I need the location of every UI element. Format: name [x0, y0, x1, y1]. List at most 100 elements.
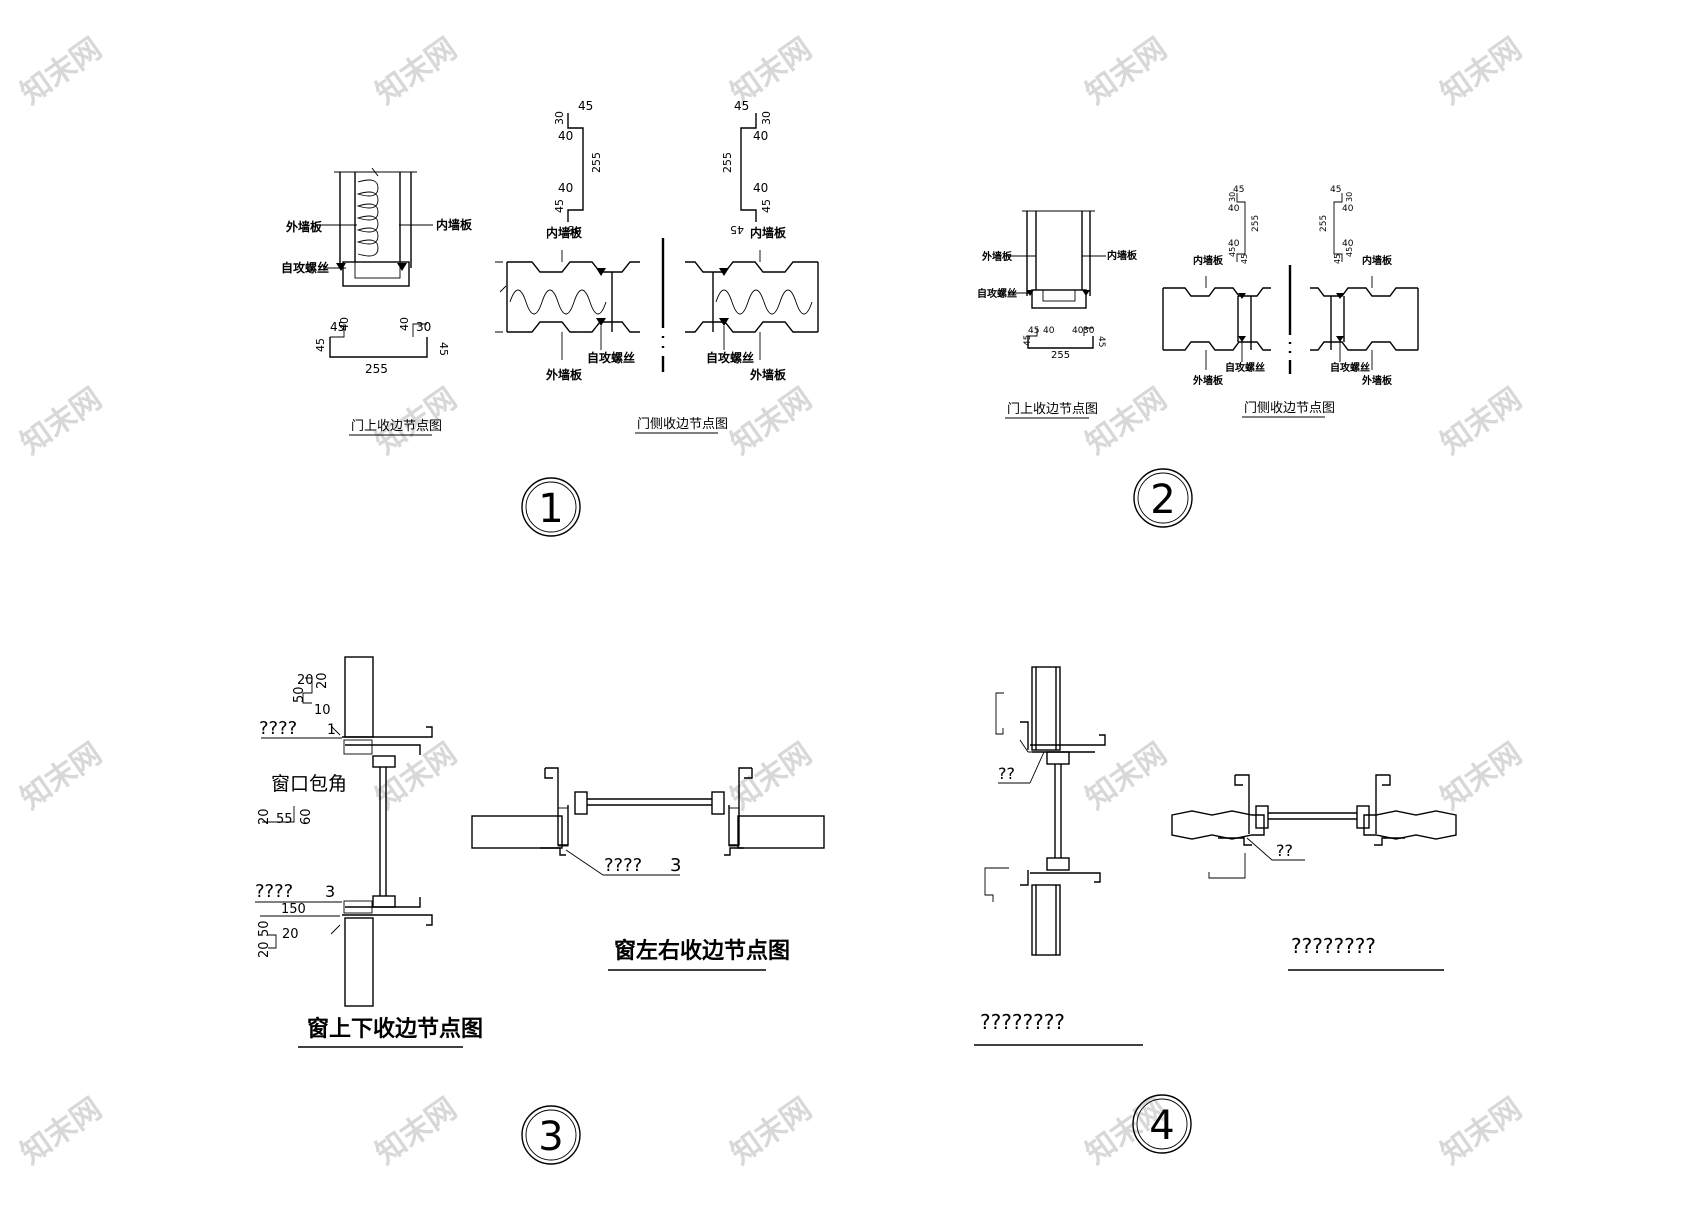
d2-dim: 255 — [1319, 215, 1329, 232]
d3-label-q1-num: 1 — [327, 722, 336, 738]
d2-inner-panel-label: 内墙板 — [1193, 254, 1224, 267]
d3-label-q3-right: ???? — [604, 855, 642, 876]
d2-screw-label: 自攻螺丝 — [1330, 361, 1370, 374]
d1-number-circle: 1 — [521, 477, 581, 537]
watermark: 知末网 — [15, 1091, 109, 1171]
d1-door-side-section-right: 内墙板 外墙板 自攻螺丝 — [685, 225, 819, 382]
d1-dim: 30 — [553, 111, 566, 125]
d1-dim: 30 — [760, 111, 773, 125]
d2-dim: 30 — [1083, 326, 1095, 336]
watermark: 知末网 — [725, 1091, 819, 1171]
d2-dim: 45 — [1345, 247, 1354, 257]
watermark: 知末网 — [15, 381, 109, 461]
d2-outer-panel-label: 外墙板 — [1192, 374, 1224, 387]
watermark: 知末网 — [15, 31, 109, 111]
d2-dim: 40 — [1228, 204, 1240, 214]
d1-dim: 45 — [578, 99, 593, 113]
watermark: 知末网 — [370, 1091, 464, 1171]
d4-label-right: ?? — [1276, 841, 1293, 860]
watermark: 知末网 — [1435, 381, 1529, 461]
d2-dim: 30 — [1228, 192, 1237, 202]
d1-dim: 255 — [365, 362, 388, 376]
d3-dim: 20 — [257, 941, 272, 958]
watermark: 知末网 — [15, 736, 109, 816]
d1-side-profile-left: 45 30 40 255 40 45 45 — [553, 99, 603, 236]
d1-dim: 40 — [398, 317, 411, 331]
d3-leftright-title: 窗左右收边节点图 — [614, 938, 790, 964]
d1-dim: 255 — [721, 152, 734, 173]
d4-updown-section: ?? ???????? — [974, 666, 1143, 1046]
d2-top-flashing-profile: 45 40 40 30 45 45 255 — [1023, 326, 1106, 361]
detail-3: 20 20 50 10 ???? 1 窗口包角 20 55 60 ???? 3 … — [255, 656, 825, 1165]
detail-4: ?? ???????? ?? ???????? — [974, 666, 1457, 1154]
d1-dim: 40 — [558, 129, 573, 143]
watermark: 知末网 — [1080, 381, 1174, 461]
d2-number-circle: 2 — [1133, 468, 1193, 528]
d1-dim: 45 — [730, 223, 744, 236]
d2-inner-panel-label: 内墙板 — [1107, 249, 1138, 262]
watermark: 知末网 — [1435, 31, 1529, 111]
d1-outer-panel-label: 外墙板 — [546, 367, 583, 382]
d2-dim: 45 — [1330, 185, 1341, 195]
d3-label-q3-right-num: 3 — [670, 855, 681, 876]
d2-side-detail-title: 门侧收边节点图 — [1244, 401, 1335, 416]
watermark: 知末网 — [1080, 736, 1174, 816]
d2-dim: 45 — [1333, 254, 1342, 264]
d4-number: 4 — [1149, 1103, 1174, 1149]
d3-updown-section: 20 20 50 10 ???? 1 窗口包角 20 55 60 ???? 3 … — [255, 656, 483, 1048]
d1-dim: 45 — [734, 99, 749, 113]
d1-dim: 45 — [567, 223, 581, 236]
d1-dim: 45 — [330, 320, 345, 334]
watermark: 知末网 — [1435, 1091, 1529, 1171]
d3-label-q1: ???? — [259, 718, 297, 739]
d3-dim: 50 — [257, 920, 272, 937]
d2-outer-panel-label: 外墙板 — [981, 250, 1013, 263]
watermark: 知末网 — [725, 381, 819, 461]
d3-updown-title: 窗上下收边节点图 — [307, 1016, 483, 1042]
d3-dim: 50 — [292, 686, 307, 703]
d2-dim: 40 — [1228, 239, 1240, 249]
d1-top-detail-title: 门上收边节点图 — [351, 419, 442, 434]
d1-dim: 40 — [753, 129, 768, 143]
d2-dim: 40 — [1072, 326, 1084, 336]
d2-number: 2 — [1150, 477, 1175, 523]
d2-side-profile-right: 45 30 40 255 40 45 45 — [1319, 185, 1354, 264]
d3-dim: 60 — [299, 808, 314, 825]
d2-door-side-section-left: 内墙板 外墙板 自攻螺丝 — [1162, 254, 1271, 387]
d1-screw-label: 自攻螺丝 — [281, 260, 329, 275]
d2-dim: 45 — [1023, 335, 1033, 346]
d4-leftright-title: ???????? — [1291, 934, 1376, 958]
detail-2: 外墙板 内墙板 自攻螺丝 45 40 40 30 45 45 255 45 30… — [977, 185, 1419, 528]
d3-dim: 150 — [281, 902, 306, 917]
d3-leftright-section: ???? 3 窗左右收边节点图 — [471, 767, 825, 971]
d3-number-circle: 3 — [521, 1105, 581, 1165]
d2-dim: 40 — [1342, 239, 1354, 249]
d3-dim: 10 — [314, 703, 331, 718]
d2-side-profile-left: 45 30 40 255 40 45 45 — [1228, 185, 1261, 264]
d1-dim: 30 — [416, 320, 431, 334]
d1-inner-panel-label: 内墙板 — [750, 225, 787, 240]
d3-corner-wrap-label: 窗口包角 — [271, 773, 347, 795]
d2-dim: 45 — [1096, 336, 1106, 347]
detail-1: 外墙板 内墙板 自攻螺丝 45 40 40 30 45 45 255 45 30… — [281, 99, 819, 537]
d1-door-side-section-left: 内墙板 外墙板 自攻螺丝 — [495, 225, 640, 382]
d2-screw-label: 自攻螺丝 — [1225, 361, 1265, 374]
d2-outer-panel-label: 外墙板 — [1361, 374, 1393, 387]
d1-dim: 45 — [760, 199, 773, 213]
d1-side-detail-title: 门侧收边节点图 — [637, 417, 728, 432]
d2-dim: 45 — [1240, 254, 1249, 264]
d2-dim: 255 — [1251, 215, 1261, 232]
d2-dim: 40 — [1043, 326, 1055, 336]
d4-leftright-section: ?? ???????? — [1171, 774, 1457, 971]
d2-top-detail-title: 门上收边节点图 — [1007, 402, 1098, 417]
d1-door-top-section: 外墙板 内墙板 自攻螺丝 — [281, 167, 473, 287]
d2-door-side-section-right: 内墙板 外墙板 自攻螺丝 — [1310, 254, 1419, 387]
d2-dim: 255 — [1051, 350, 1070, 361]
d2-inner-panel-label: 内墙板 — [1362, 254, 1393, 267]
d3-dim: 55 — [276, 812, 293, 827]
d3-dim: 20 — [282, 927, 299, 942]
d1-dim: 255 — [590, 152, 603, 173]
watermark: 知末网 — [370, 736, 464, 816]
